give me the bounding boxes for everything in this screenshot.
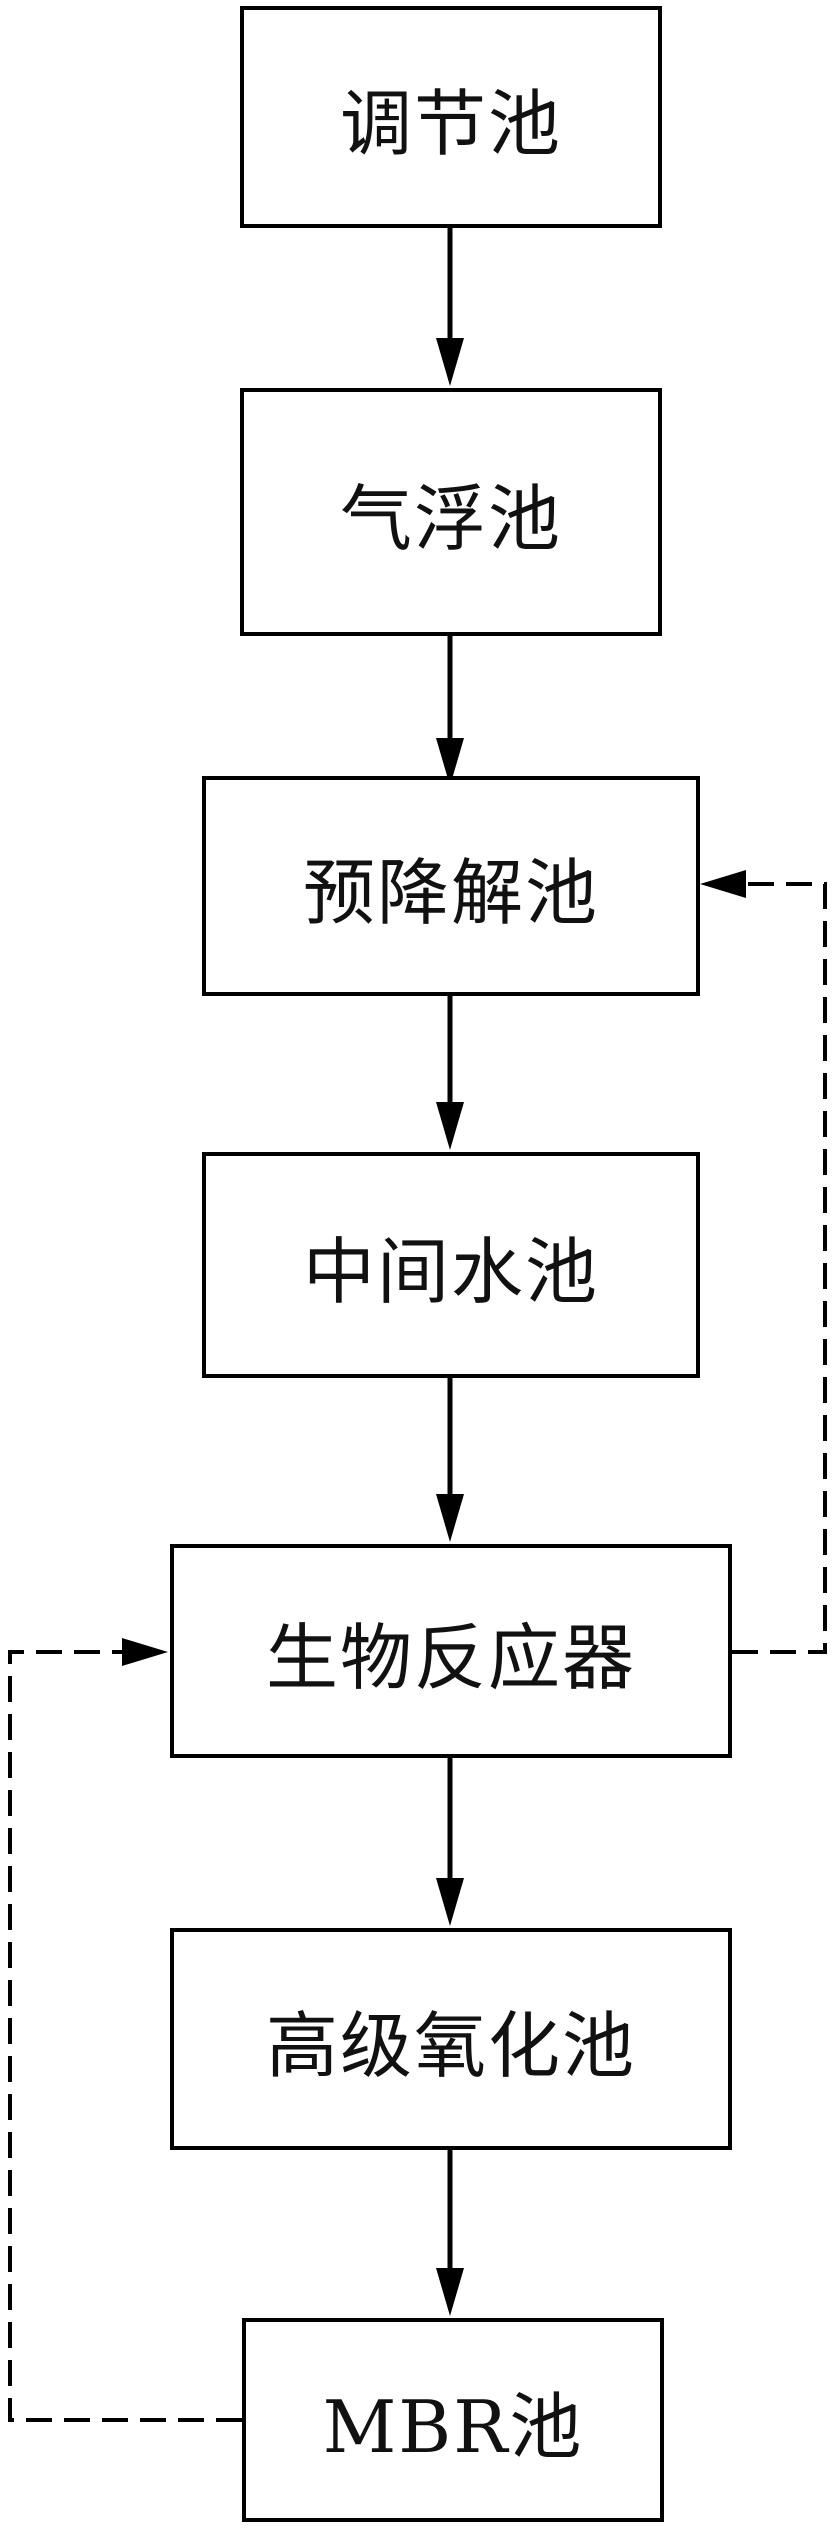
step-box-yujiangjie: 预降解池 (202, 776, 700, 996)
flow-arrow-zhongjian-to-shengwu (436, 1378, 464, 1542)
return-line-shengwu-to-yujiangjie (700, 870, 827, 1654)
flow-arrow-tiaojie-to-qifu (436, 228, 464, 386)
step-label: 中间水池 (302, 1229, 599, 1314)
flow-arrow-qifu-to-yujiangjie (436, 636, 464, 786)
step-label: MBR池 (322, 2384, 584, 2469)
step-box-mbr: MBR池 (242, 2318, 664, 2522)
step-box-tiaojie: 调节池 (240, 6, 662, 228)
step-label: 调节池 (339, 81, 562, 166)
step-box-gaoji: 高级氧化池 (170, 1928, 732, 2150)
step-label: 生物反应器 (265, 1615, 636, 1700)
step-label: 高级氧化池 (265, 2003, 636, 2088)
step-box-shengwu: 生物反应器 (170, 1544, 732, 1758)
flow-arrow-shengwu-to-gaoji (436, 1758, 464, 1926)
step-box-zhongjian: 中间水池 (202, 1152, 700, 1378)
flow-arrow-yujiangjie-to-zhongjian (436, 996, 464, 1150)
flow-arrow-gaoji-to-mbr (436, 2150, 464, 2316)
step-box-qifu: 气浮池 (240, 388, 662, 636)
step-label: 气浮池 (339, 476, 562, 561)
step-label: 预降解池 (302, 850, 599, 935)
return-line-mbr-to-shengwu (8, 1638, 242, 2422)
